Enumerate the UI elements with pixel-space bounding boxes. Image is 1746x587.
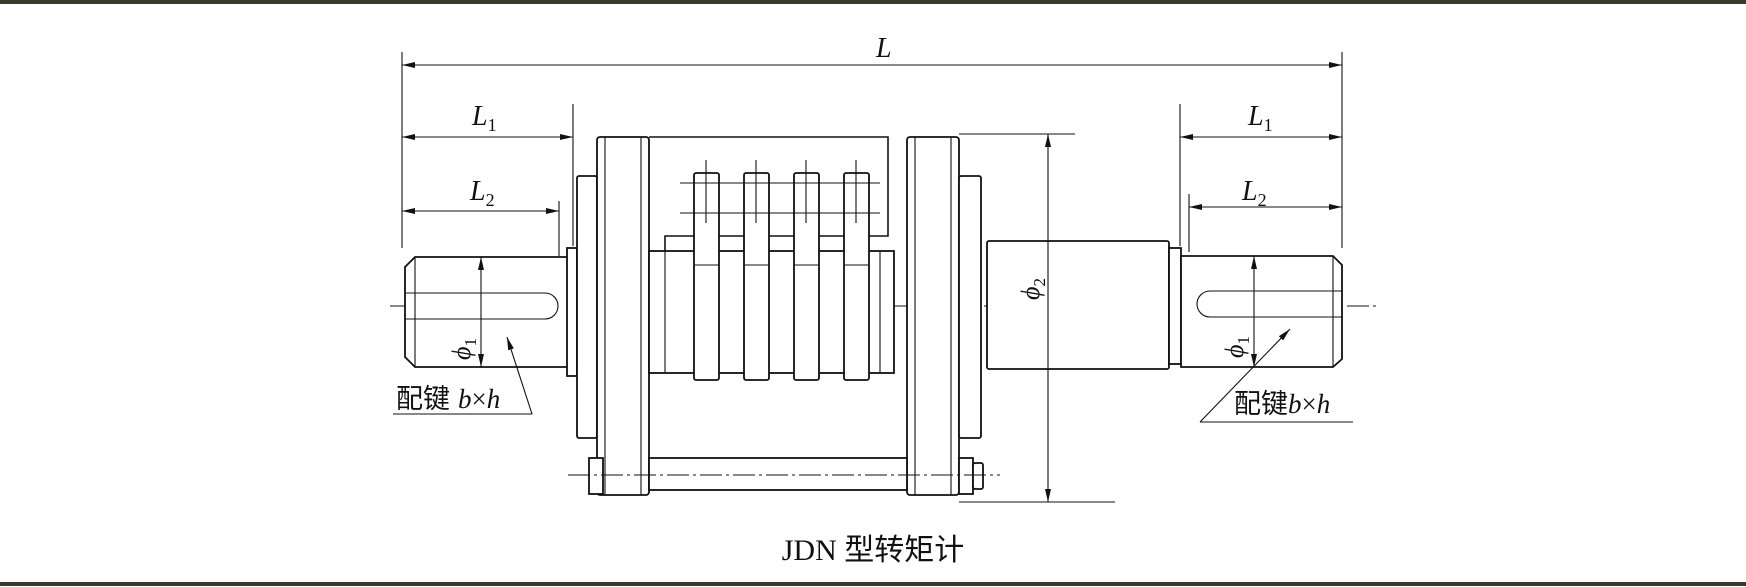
label-L2-right: L2 [1241,176,1267,210]
left-flange [576,136,650,496]
label-L1-right: L1 [1247,101,1273,135]
key-leaders [393,328,1353,423]
label-L: L [875,33,892,64]
right-shaft [986,240,1343,370]
label-key-right: 配键b×h [1234,389,1330,419]
right-flange [906,136,982,496]
label-phi2: ϕ2 [1016,278,1049,300]
extension-lines [401,52,1343,503]
diagram-caption: JDN 型转矩计 [782,534,965,567]
left-shaft [404,247,578,377]
label-L1-left: L1 [471,101,497,135]
spring-plates [680,160,880,381]
dimension-lines [402,62,1342,502]
label-phi1-right: ϕ1 [1220,336,1253,358]
tie-rod [568,457,1000,495]
label-L2-left: L2 [469,176,495,210]
label-phi1-left: ϕ1 [447,338,480,360]
